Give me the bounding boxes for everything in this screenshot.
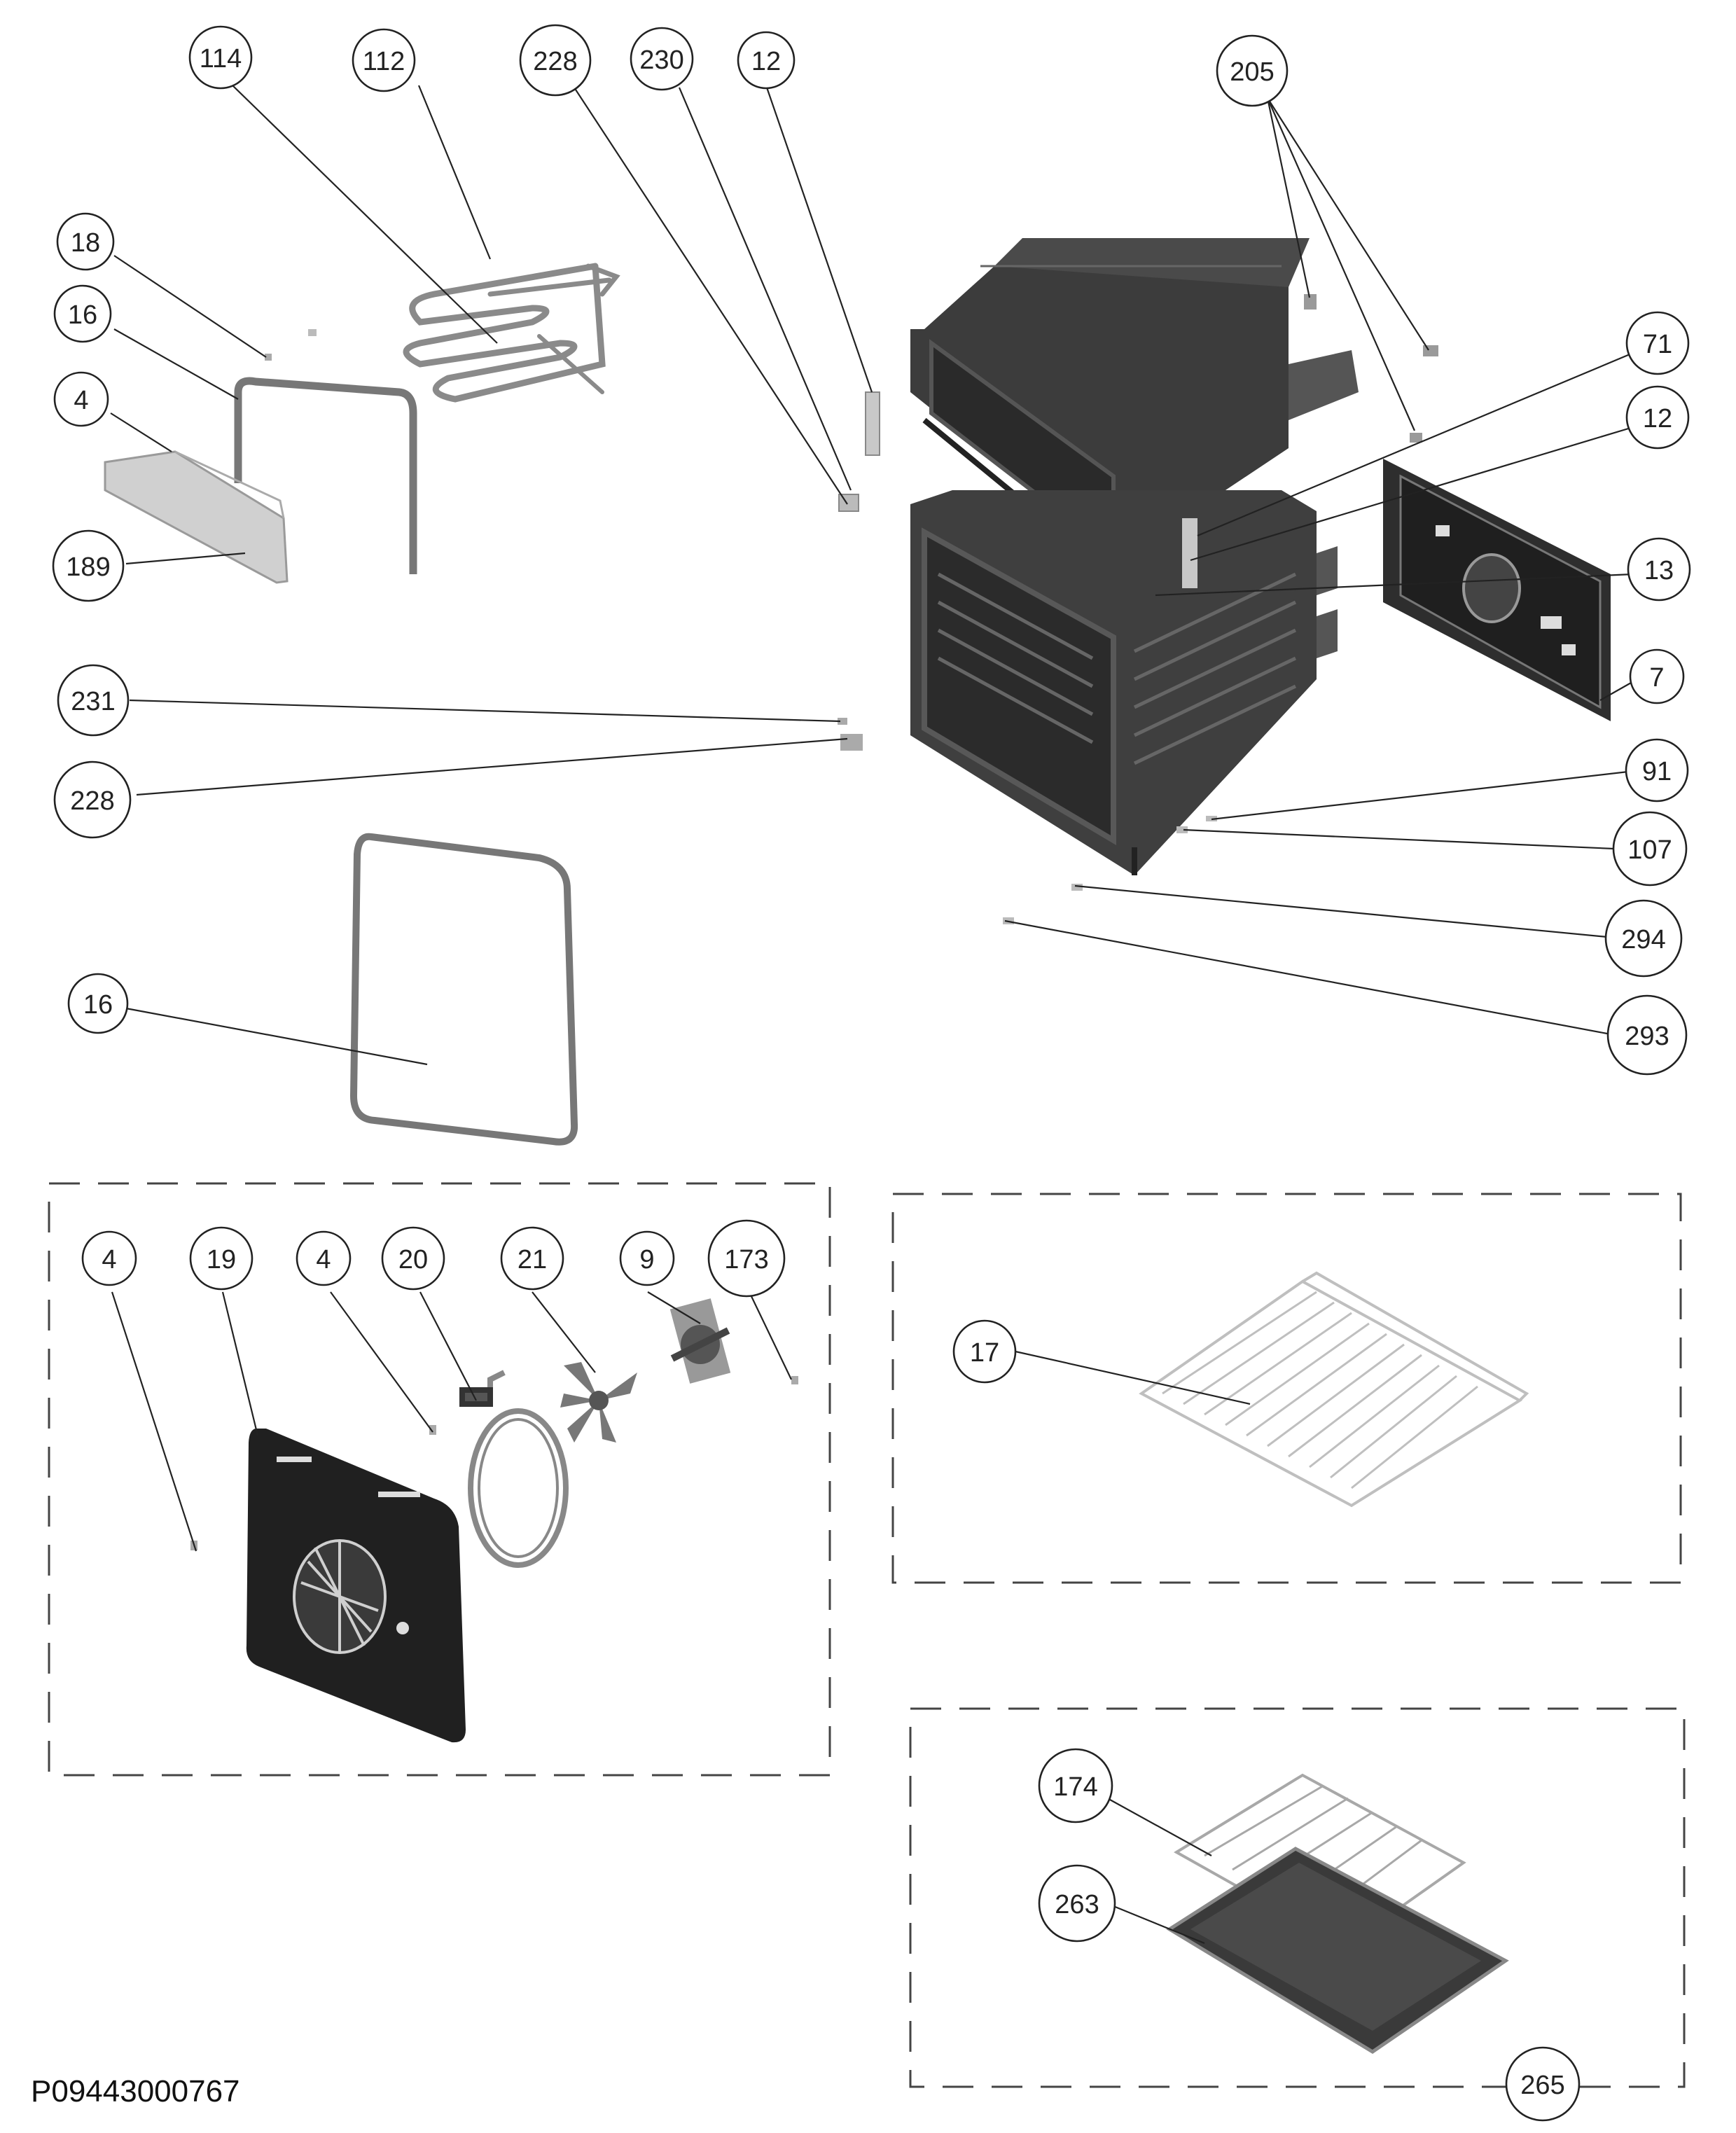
part-71-insert xyxy=(1182,518,1197,588)
callout-265: 265 xyxy=(1505,2046,1581,2122)
callout-228-left: 228 xyxy=(53,760,132,839)
callout-18: 18 xyxy=(56,212,115,271)
callout-231: 231 xyxy=(57,664,130,737)
svg-text:21: 21 xyxy=(518,1245,547,1274)
hinge-hardware-231-228 xyxy=(838,718,863,751)
tray-rack-group-box xyxy=(909,1707,1686,2088)
callout-112: 112 xyxy=(352,28,416,92)
callout-19: 19 xyxy=(189,1226,254,1291)
svg-text:16: 16 xyxy=(68,300,97,330)
svg-text:12: 12 xyxy=(1643,404,1672,433)
svg-text:230: 230 xyxy=(639,46,683,75)
callout-293: 293 xyxy=(1606,994,1688,1076)
callout-7: 7 xyxy=(1629,648,1685,704)
wire-shelf xyxy=(1139,1271,1529,1508)
group-boxes xyxy=(48,1182,1686,2088)
parts-artwork xyxy=(104,238,1611,2054)
callout-114: 114 xyxy=(188,25,253,90)
fan-cover xyxy=(246,1429,466,1743)
svg-text:71: 71 xyxy=(1643,330,1672,359)
svg-text:173: 173 xyxy=(724,1245,768,1274)
callout-230: 230 xyxy=(630,27,694,91)
svg-text:4: 4 xyxy=(74,386,88,415)
baking-tray xyxy=(1166,1847,1509,2054)
callout-4-fan-left: 4 xyxy=(81,1230,137,1286)
callout-4-top: 4 xyxy=(53,371,109,427)
svg-text:189: 189 xyxy=(66,553,110,582)
callout-12-right: 12 xyxy=(1625,385,1690,450)
svg-text:19: 19 xyxy=(207,1245,236,1274)
svg-text:7: 7 xyxy=(1649,663,1664,693)
callout-294: 294 xyxy=(1604,899,1683,978)
callout-16-bottom: 16 xyxy=(67,973,129,1034)
callout-12-top: 12 xyxy=(737,31,796,90)
door-gasket xyxy=(349,833,578,1146)
svg-text:16: 16 xyxy=(83,990,113,1020)
callout-174: 174 xyxy=(1038,1748,1113,1823)
svg-text:9: 9 xyxy=(639,1245,654,1274)
svg-text:13: 13 xyxy=(1644,556,1674,585)
drawing-id-label: P09443000767 xyxy=(31,2074,240,2108)
callout-189: 189 xyxy=(52,529,125,602)
svg-text:112: 112 xyxy=(363,47,405,76)
callout-205: 205 xyxy=(1216,34,1289,107)
callout-21: 21 xyxy=(500,1226,564,1291)
fan-motor xyxy=(669,1298,731,1384)
wire-shelf-group-box xyxy=(891,1193,1682,1584)
callout-173: 173 xyxy=(707,1219,786,1298)
callout-91: 91 xyxy=(1625,738,1689,803)
callout-107: 107 xyxy=(1612,811,1688,887)
callout-228-top: 228 xyxy=(519,24,592,97)
svg-text:205: 205 xyxy=(1230,57,1274,87)
callout-71: 71 xyxy=(1625,311,1690,375)
svg-text:18: 18 xyxy=(71,228,100,258)
part-173 xyxy=(791,1376,798,1384)
callout-17: 17 xyxy=(952,1319,1017,1384)
svg-text:228: 228 xyxy=(70,786,114,816)
svg-text:91: 91 xyxy=(1642,757,1672,786)
callouts: 114 112 228 230 12 205 18 16 4 189 71 12… xyxy=(52,24,1691,2122)
svg-text:293: 293 xyxy=(1625,1022,1669,1051)
svg-text:4: 4 xyxy=(102,1245,116,1274)
rear-back-panel xyxy=(1383,459,1611,721)
bracket-228 xyxy=(838,494,859,512)
clip-12-top xyxy=(865,391,880,456)
grill-heating-element xyxy=(403,263,620,403)
part-4-small-right xyxy=(429,1425,436,1435)
main-oven-cavity xyxy=(910,490,1338,875)
fan-blade xyxy=(560,1362,637,1443)
upper-oven-cavity xyxy=(910,238,1359,588)
small-fastener-18 xyxy=(265,329,317,361)
svg-text:265: 265 xyxy=(1520,2071,1564,2100)
circular-heating-element xyxy=(459,1370,569,1568)
svg-text:231: 231 xyxy=(71,687,115,716)
svg-text:174: 174 xyxy=(1053,1772,1097,1802)
svg-text:263: 263 xyxy=(1055,1890,1099,1919)
svg-text:4: 4 xyxy=(316,1245,331,1274)
svg-text:12: 12 xyxy=(751,47,781,76)
callout-20: 20 xyxy=(381,1226,445,1291)
callout-16-top: 16 xyxy=(53,284,112,343)
callout-13: 13 xyxy=(1627,537,1691,602)
svg-text:107: 107 xyxy=(1627,835,1672,865)
svg-text:20: 20 xyxy=(398,1245,428,1274)
callout-263: 263 xyxy=(1038,1864,1116,1943)
svg-text:114: 114 xyxy=(200,44,242,74)
svg-text:17: 17 xyxy=(970,1338,999,1368)
svg-text:294: 294 xyxy=(1621,925,1665,954)
callout-9: 9 xyxy=(619,1230,675,1286)
gasket-upper xyxy=(234,377,417,574)
svg-text:228: 228 xyxy=(533,47,577,76)
callout-4-fan-right: 4 xyxy=(296,1230,352,1286)
